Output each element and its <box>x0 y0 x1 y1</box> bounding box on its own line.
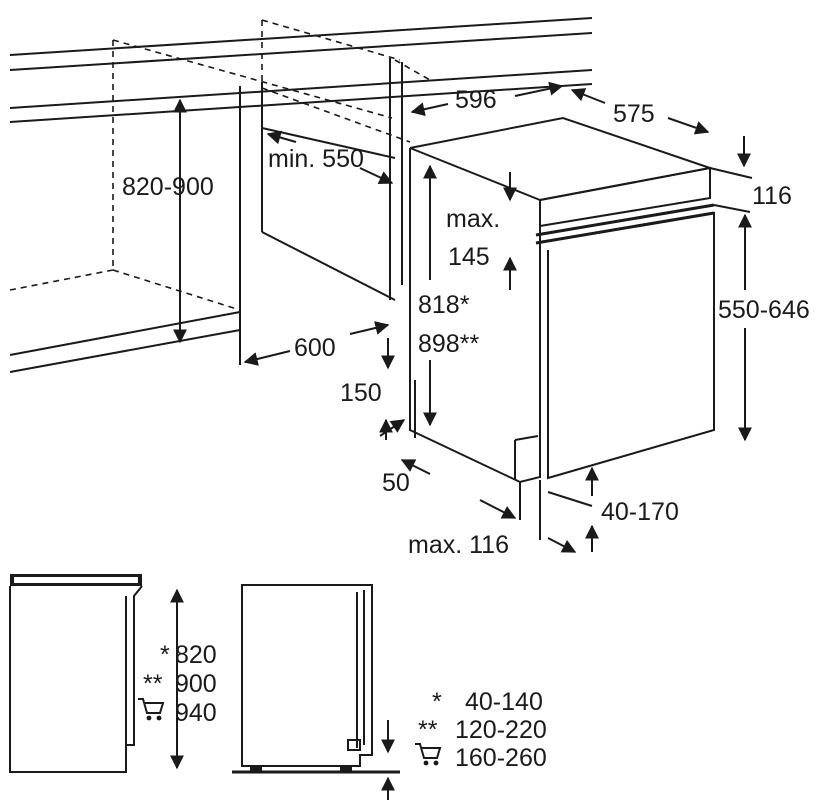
min-depth-label: min. 550 <box>268 145 364 173</box>
height-818-label: 818* <box>418 291 470 319</box>
depth-label: 575 <box>613 100 655 128</box>
height-900-marker: ** <box>143 670 163 698</box>
door-height-label: 550-646 <box>718 296 810 324</box>
height-898-label: 898** <box>418 330 479 358</box>
niche-drawing <box>9 17 593 373</box>
height-900-label: 900 <box>175 670 217 698</box>
height-820-marker: * <box>160 641 170 669</box>
range-table: * 40-140 ** 120-220 160-260 <box>415 688 547 772</box>
top-116-label: 116 <box>752 182 792 210</box>
appliance-side-view <box>232 584 400 800</box>
appliance-drawing <box>409 116 715 484</box>
door-gap-label: 40-170 <box>601 498 679 526</box>
max-145-label: 145 <box>448 243 490 271</box>
height-820-label: 820 <box>175 641 217 669</box>
range-40-140-label: 40-140 <box>465 688 543 716</box>
width-label: 596 <box>455 86 497 114</box>
dimension-arrows <box>173 81 753 553</box>
plinth-150-label: 150 <box>340 379 382 407</box>
cart-icon <box>415 743 442 766</box>
height-940-label: 940 <box>175 699 217 727</box>
niche-width-label: 600 <box>294 334 336 362</box>
range-120-220-marker: ** <box>418 716 438 744</box>
top-labels: 820-900 min. 550 600 596 575 116 max. 14… <box>122 86 810 559</box>
range-120-220-label: 120-220 <box>455 716 547 744</box>
max-label: max. <box>446 205 500 233</box>
range-160-260-label: 160-260 <box>455 744 547 772</box>
max-116-label: max. 116 <box>408 531 509 559</box>
range-40-140-marker: * <box>432 688 442 716</box>
cart-icon <box>138 698 165 721</box>
counter-height-label: 820-900 <box>122 173 214 201</box>
side-view-drawing: * 820 ** 900 940 <box>9 574 217 773</box>
plinth-50-label: 50 <box>382 469 410 497</box>
